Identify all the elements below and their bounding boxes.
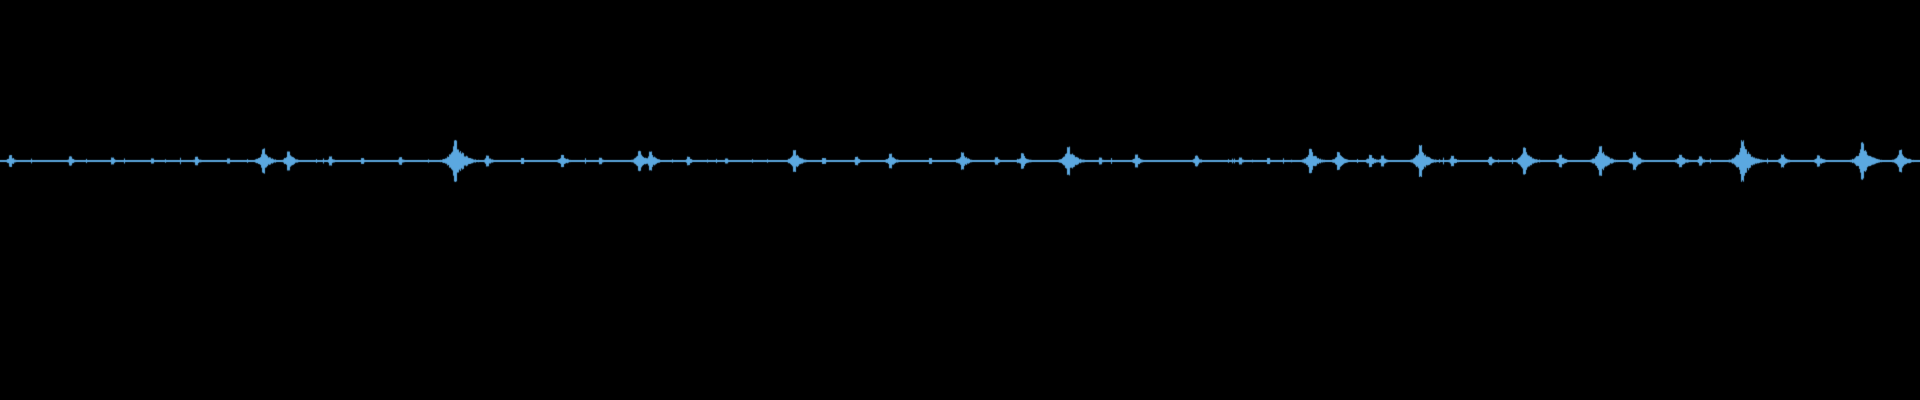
waveform-viewer[interactable] xyxy=(0,0,1920,400)
audio-waveform-canvas[interactable] xyxy=(0,0,1920,400)
